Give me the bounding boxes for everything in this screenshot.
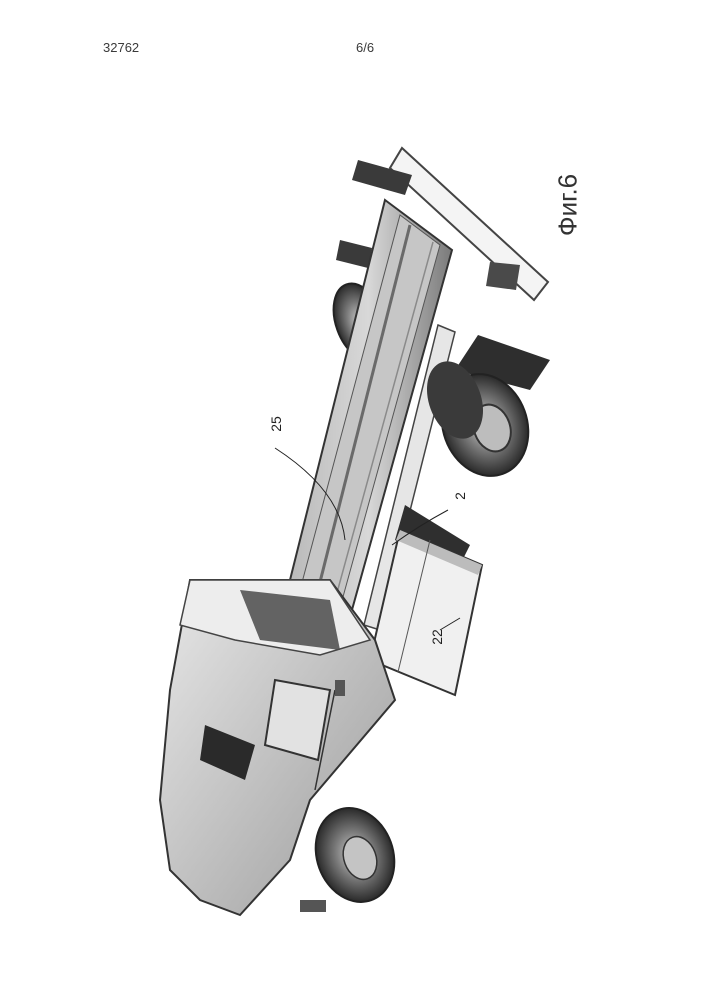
figure-caption: Фиг.6 xyxy=(548,150,588,260)
mirror xyxy=(335,680,345,696)
rear-bracket-right xyxy=(486,262,520,290)
ref-label-22: 22 xyxy=(425,625,449,649)
front-bumper xyxy=(300,900,326,912)
rear-bracket-left xyxy=(336,240,372,268)
cab-window xyxy=(265,680,330,760)
ref-label-25: 25 xyxy=(264,412,288,436)
ref-label-2: 2 xyxy=(448,484,472,508)
